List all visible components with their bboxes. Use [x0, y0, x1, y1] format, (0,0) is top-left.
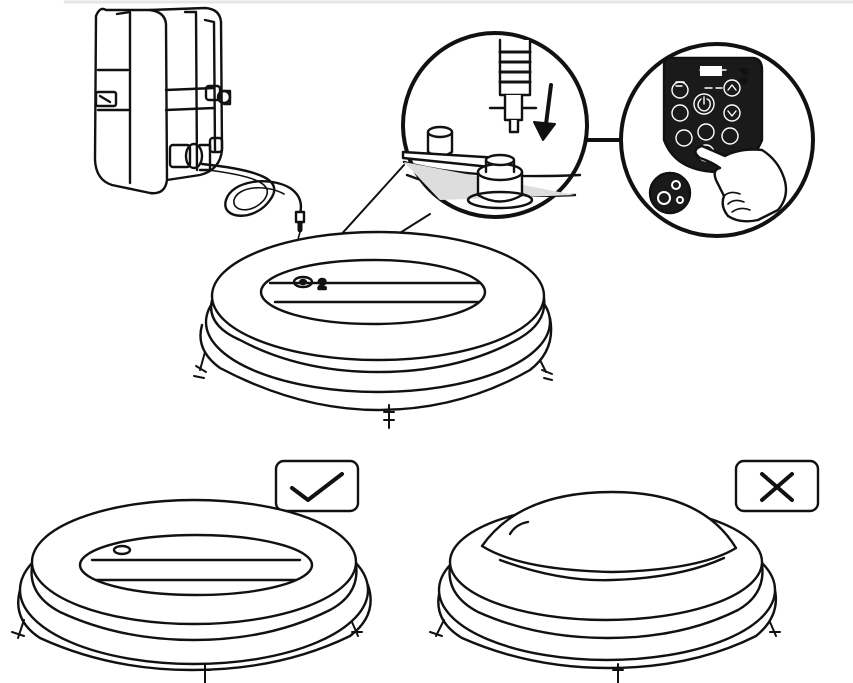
tie-down-right	[539, 359, 553, 381]
pump-fitting-upper	[204, 84, 232, 106]
tie-down-bottom	[383, 404, 395, 429]
callout-number: 2	[318, 276, 326, 293]
control-panel-detail: °C °F	[619, 42, 815, 238]
temp-down-button[interactable]	[723, 104, 741, 122]
pump-handle-icon	[94, 90, 118, 108]
down-arrow-icon	[533, 83, 556, 141]
unit-toggle-button[interactable]	[697, 123, 715, 141]
pump-fitting-lower	[168, 136, 224, 172]
temperature-display	[700, 66, 722, 76]
hose-nozzle	[488, 38, 538, 134]
correct-box	[274, 459, 360, 513]
check-mark-icon	[290, 472, 344, 502]
temp-f-label: °F	[740, 78, 747, 86]
x-mark-icon	[760, 472, 794, 502]
spa-inflating: 2	[193, 230, 553, 429]
spa-cover-bulging	[480, 490, 738, 574]
bubble-symbol-inset	[648, 171, 692, 215]
valve-cap	[401, 125, 502, 170]
bubble-button[interactable]	[671, 104, 689, 122]
hand-pointer-icon	[694, 144, 788, 223]
spa-valve	[292, 275, 314, 289]
inflation-valve-detail	[299, 31, 589, 283]
temp-up-button[interactable]	[723, 79, 741, 97]
spa-correct	[11, 459, 372, 683]
spa-cover-correct	[78, 533, 314, 597]
filter-button[interactable]	[721, 127, 739, 145]
temp-c-label: °C	[740, 68, 748, 76]
pump-unit	[93, 6, 306, 281]
valve-body	[466, 153, 534, 210]
spa-cover	[259, 258, 487, 326]
power-button[interactable]	[693, 93, 715, 115]
air-hose	[200, 162, 303, 217]
heater-button[interactable]	[675, 129, 693, 147]
tie-down-left	[193, 351, 207, 379]
spa-incorrect	[429, 459, 820, 683]
